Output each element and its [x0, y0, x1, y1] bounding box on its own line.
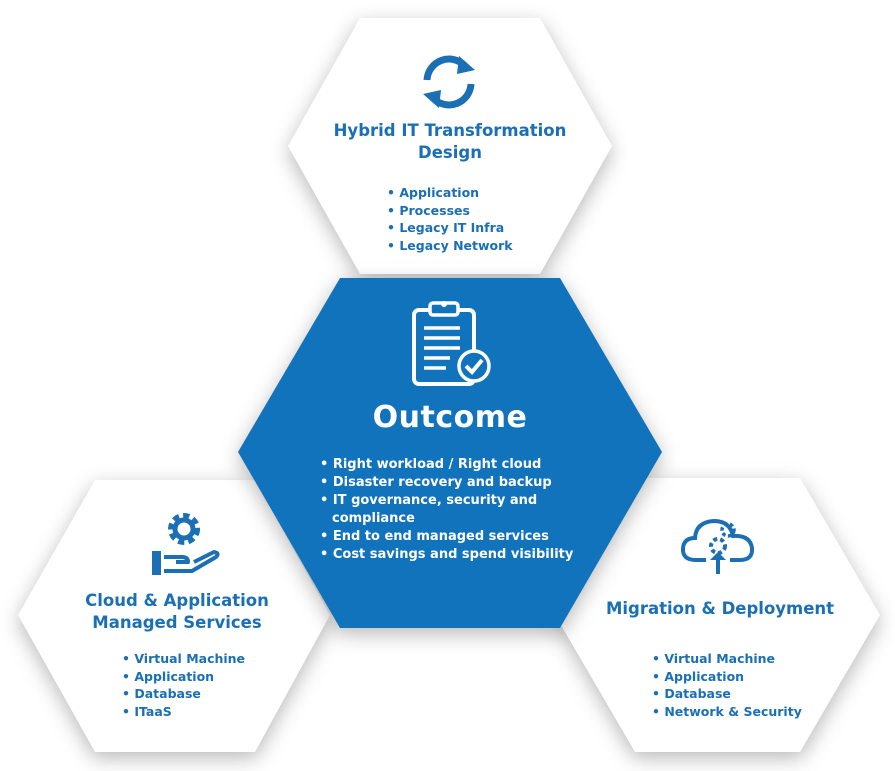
list-item: Virtual Machine — [652, 650, 802, 668]
top-card-title: Hybrid IT Transformation Design — [333, 121, 567, 162]
left-card-title: Cloud & Application Managed Services — [85, 591, 269, 632]
list-item: Database — [122, 685, 245, 703]
top-card-list: Application Processes Legacy IT Infra Le… — [387, 184, 513, 255]
list-item: Disaster recovery and backup — [320, 474, 580, 492]
list-item: Processes — [387, 202, 513, 220]
list-item: End to end managed services — [320, 528, 580, 546]
list-item: Database — [652, 685, 802, 703]
list-item: Virtual Machine — [122, 650, 245, 668]
center-card-title: Outcome — [372, 400, 528, 435]
list-item: Application — [122, 668, 245, 686]
top-hexagon — [288, 18, 612, 274]
list-item: Network & Security — [652, 703, 802, 721]
right-card-title: Migration & Deployment — [605, 599, 835, 618]
center-card-list: Right workload / Right cloud Disaster re… — [320, 456, 580, 564]
left-hexagon — [18, 480, 330, 752]
sync-arrows-icon — [423, 55, 475, 109]
list-item: IT governance, security and compliance — [320, 492, 580, 528]
cloud-upload-gear-icon — [680, 518, 755, 574]
list-item: Cost savings and spend visibility — [320, 546, 580, 564]
list-item: Application — [387, 184, 513, 202]
list-item: ITaaS — [122, 703, 245, 721]
right-card-list: Virtual Machine Application Database Net… — [652, 650, 802, 720]
list-item: Legacy Network — [387, 237, 512, 255]
list-item: Application — [652, 668, 802, 686]
list-item: Right workload / Right cloud — [320, 456, 580, 474]
hand-gear-icon — [152, 513, 220, 575]
list-item: Legacy IT Infra — [387, 219, 513, 237]
left-card-list: Virtual Machine Application Database ITa… — [122, 650, 245, 720]
clipboard-check-icon — [412, 301, 491, 386]
